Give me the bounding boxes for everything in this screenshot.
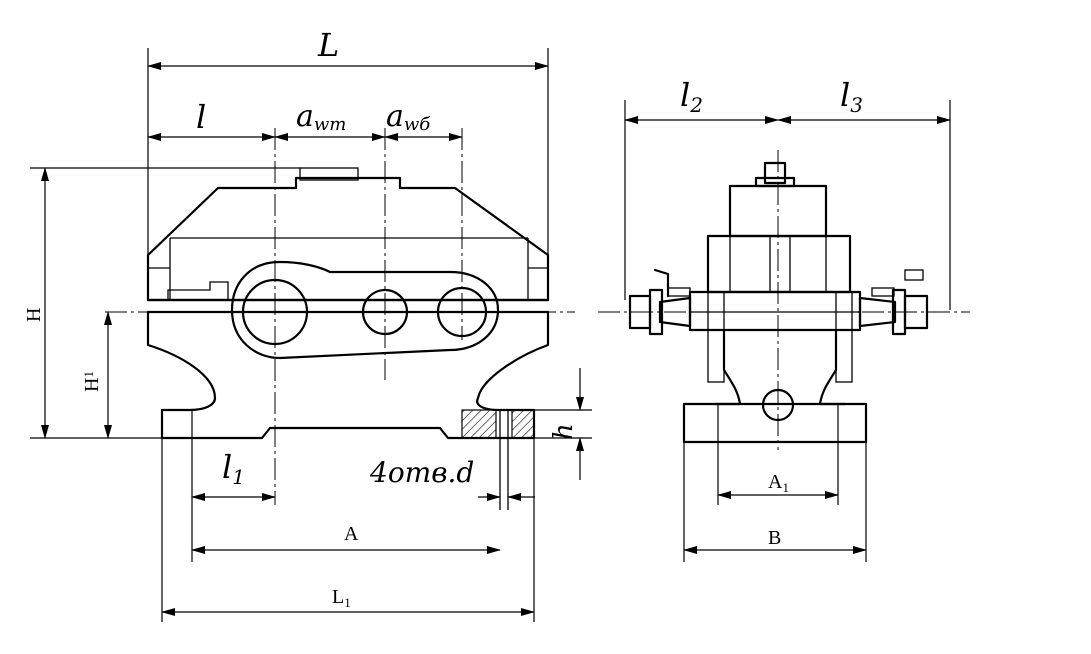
label-B: B: [768, 527, 781, 549]
label-H: H: [23, 308, 45, 322]
anchor-section: [461, 409, 497, 439]
side-base: [682, 402, 868, 444]
housing-base: [146, 310, 550, 440]
label-L1: L1: [332, 586, 351, 610]
bearing-boss: [230, 260, 500, 360]
label-l: l: [196, 98, 206, 136]
label-l2: l2: [680, 76, 703, 117]
side-dimensions: [624, 100, 951, 562]
label-awt: awт: [296, 99, 346, 135]
label-h: h: [549, 423, 579, 440]
label-holes: 4отв.d: [369, 456, 474, 489]
dimension-labels: L l awт awб l2 l3 H H1 h l1 4отв.d A L1 …: [23, 26, 863, 610]
label-A1: A1: [768, 471, 789, 495]
label-H1: H1: [81, 371, 103, 392]
side-flange: [688, 290, 862, 332]
front-dimensions: [30, 48, 592, 622]
label-A: A: [344, 523, 359, 545]
label-L: L: [317, 26, 339, 64]
label-awb: awб: [386, 99, 431, 135]
side-view: [598, 150, 970, 450]
label-l1: l1: [222, 448, 245, 489]
label-l3: l3: [840, 76, 863, 117]
side-cover-body: [706, 234, 852, 294]
inspection-lid: [299, 167, 359, 181]
housing-cover: [146, 176, 550, 302]
front-view: [105, 128, 575, 510]
